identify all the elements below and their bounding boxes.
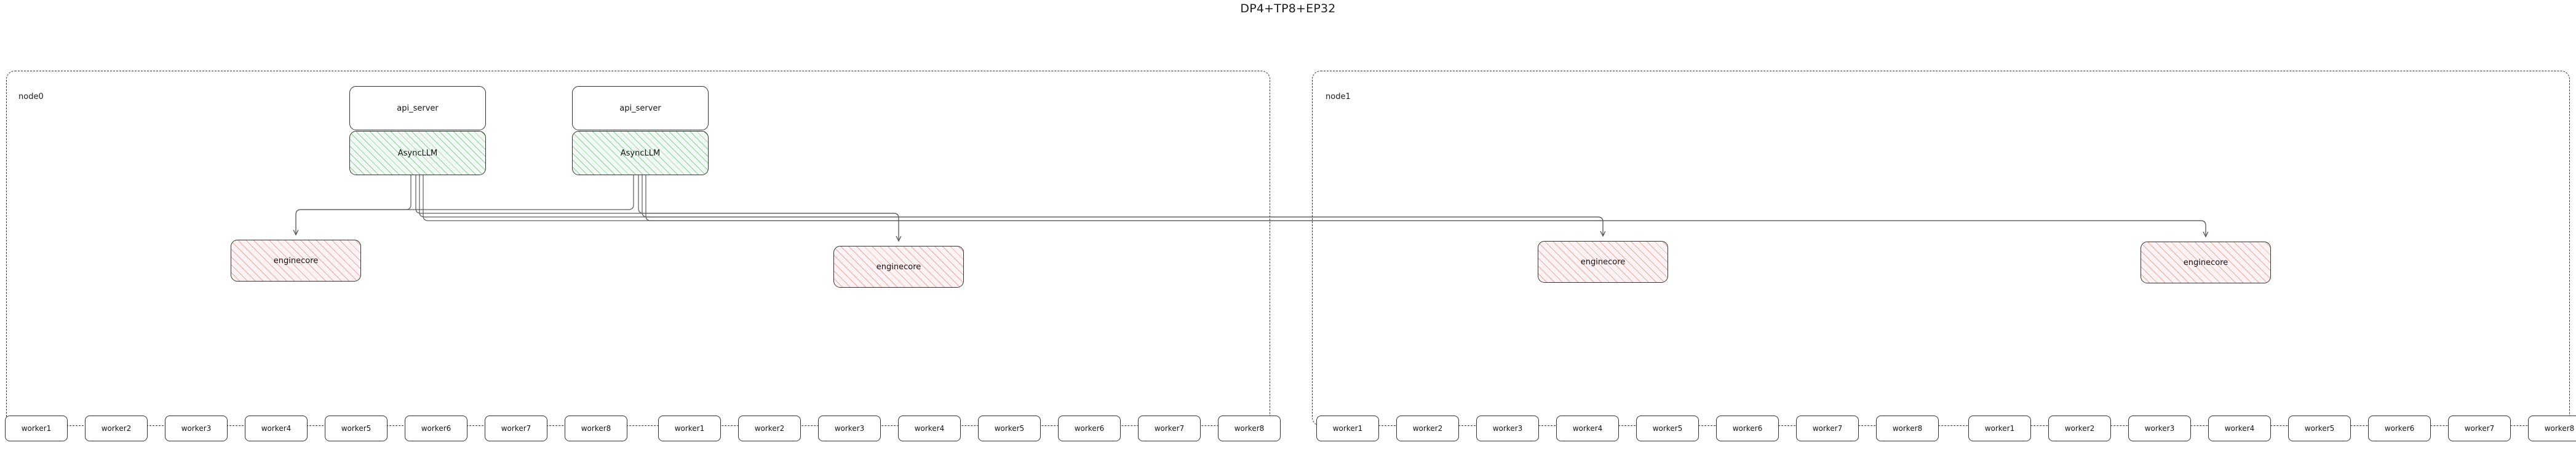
- node-worker[interactable]: worker7: [1138, 416, 1201, 441]
- node-worker[interactable]: worker8: [2528, 416, 2576, 441]
- node-worker[interactable]: worker6: [1716, 416, 1779, 441]
- node-worker[interactable]: worker5: [2288, 416, 2351, 441]
- node-worker[interactable]: worker2: [2048, 416, 2111, 441]
- node-worker[interactable]: worker5: [978, 416, 1041, 441]
- cluster-node0: [6, 71, 1270, 426]
- node-worker[interactable]: worker2: [85, 416, 148, 441]
- node-worker[interactable]: worker1: [1968, 416, 2031, 441]
- node-api-server[interactable]: api_server: [349, 86, 486, 130]
- node-asyncllm[interactable]: AsyncLLM: [572, 131, 709, 175]
- cluster-node1: [1312, 71, 2570, 426]
- node-worker[interactable]: worker1: [658, 416, 721, 441]
- node-worker[interactable]: worker4: [245, 416, 308, 441]
- cluster-node1-label: node1: [1326, 92, 1351, 101]
- node-worker[interactable]: worker2: [1396, 416, 1459, 441]
- node-worker[interactable]: worker5: [325, 416, 388, 441]
- node-worker[interactable]: worker8: [565, 416, 627, 441]
- page-title: DP4+TP8+EP32: [1240, 2, 1336, 15]
- node-worker[interactable]: worker7: [2448, 416, 2511, 441]
- node-worker[interactable]: worker7: [485, 416, 547, 441]
- node-worker[interactable]: worker4: [1556, 416, 1619, 441]
- node-worker[interactable]: worker6: [2368, 416, 2431, 441]
- node-api-server[interactable]: api_server: [572, 86, 709, 130]
- node-enginecore[interactable]: enginecore: [2141, 242, 2271, 283]
- node-worker[interactable]: worker4: [898, 416, 961, 441]
- node-worker[interactable]: worker8: [1876, 416, 1939, 441]
- node-worker[interactable]: worker3: [165, 416, 228, 441]
- node-worker[interactable]: worker3: [2128, 416, 2191, 441]
- node-worker[interactable]: worker2: [738, 416, 801, 441]
- node-worker[interactable]: worker7: [1796, 416, 1859, 441]
- node-worker[interactable]: worker1: [5, 416, 68, 441]
- node-enginecore[interactable]: enginecore: [231, 240, 361, 282]
- node-worker[interactable]: worker4: [2208, 416, 2271, 441]
- node-worker[interactable]: worker6: [1058, 416, 1121, 441]
- node-enginecore[interactable]: enginecore: [1538, 241, 1668, 283]
- node-worker[interactable]: worker1: [1316, 416, 1379, 441]
- node-worker[interactable]: worker8: [1218, 416, 1281, 441]
- node-worker[interactable]: worker3: [818, 416, 881, 441]
- cluster-node0-label: node0: [18, 92, 44, 101]
- node-worker[interactable]: worker3: [1476, 416, 1539, 441]
- node-enginecore[interactable]: enginecore: [833, 246, 964, 288]
- node-asyncllm[interactable]: AsyncLLM: [349, 131, 486, 175]
- node-worker[interactable]: worker6: [405, 416, 467, 441]
- node-worker[interactable]: worker5: [1636, 416, 1699, 441]
